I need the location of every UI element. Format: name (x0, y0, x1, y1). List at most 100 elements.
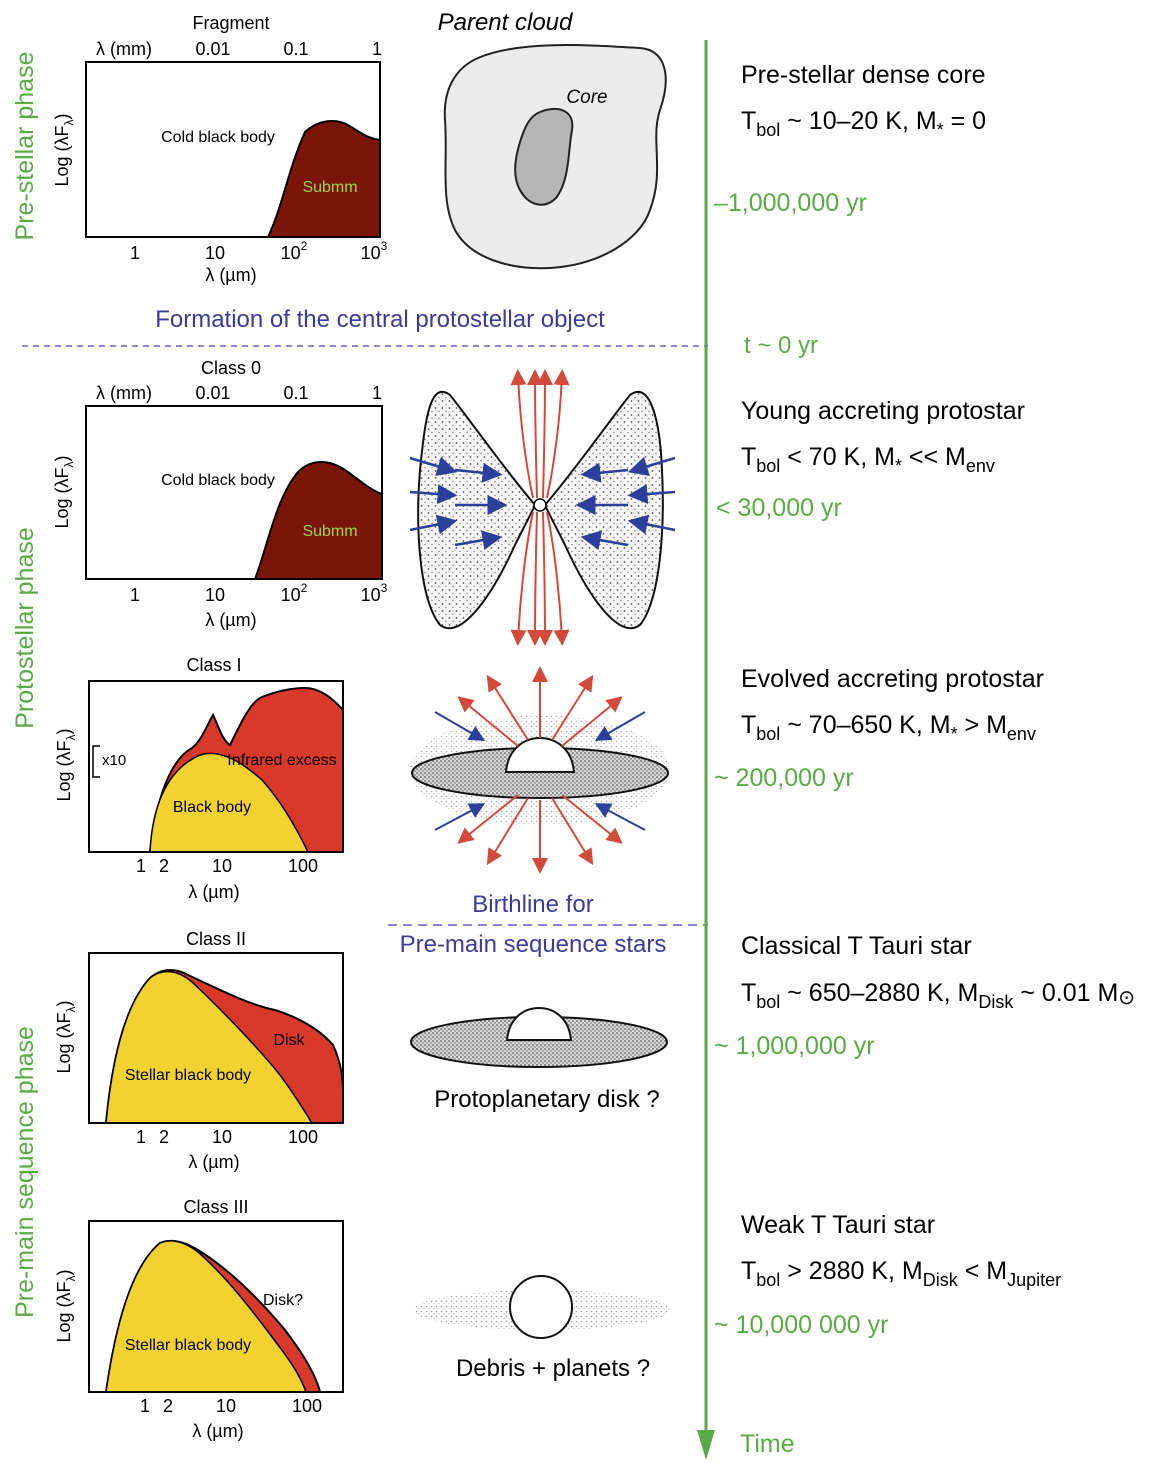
x-tick: 103 (361, 239, 388, 263)
x-tick: 102 (281, 581, 308, 605)
t-zero-label: t ~ 0 yr (744, 332, 818, 359)
sed-title: Class III (183, 1197, 248, 1217)
sed-title: Fragment (192, 13, 269, 33)
cold-label: Cold black body (161, 129, 275, 146)
x-tick: 2 (159, 856, 169, 876)
phase-label-protostellar: Protostellar phase (11, 527, 39, 729)
sed-axes-frame (85, 61, 381, 238)
submm-region (253, 461, 383, 580)
stage-params: Tbol < 70 K, M* << Menv (741, 443, 995, 476)
stage-weak-t-tauri: Weak T Tauri star Tbol > 2880 K, MDisk <… (714, 1211, 1061, 1339)
class0-envelope-illustration (409, 369, 676, 646)
x-tick: 100 (288, 856, 318, 876)
protoplanetary-label: Protoplanetary disk ? (434, 1086, 659, 1113)
y-axis-label: Log (λFλ) (52, 455, 76, 528)
x-tick: 10 (212, 1127, 232, 1147)
y-axis-label: Log (λFλ) (52, 113, 76, 186)
stellar-bb-region (105, 970, 314, 1124)
top-tick: 0.1 (283, 383, 308, 403)
sed-title: Class II (186, 929, 246, 949)
stage-params: Tbol ~ 10–20 K, M* = 0 (741, 107, 986, 140)
top-tick: 1 (372, 383, 382, 403)
sed-axes-frame (88, 1220, 344, 1393)
stage-age: ~ 1,000,000 yr (714, 1032, 875, 1060)
cold-label: Cold black body (161, 472, 275, 489)
sed-axes-frame (85, 405, 383, 580)
birthline-label-1: Birthline for (472, 891, 593, 918)
stage-params: Tbol > 2880 K, MDisk < MJupiter (741, 1257, 1061, 1290)
x-axis-label: λ (µm) (205, 265, 256, 285)
sed-panel-class1: Class I x10 Infrared excess Black body L… (54, 655, 344, 902)
birthline-label-2: Pre-main sequence stars (400, 931, 667, 958)
sed-panel-class3: Class III Disk? Stellar black body Log (… (54, 1197, 344, 1441)
stage-classical-t-tauri: Classical T Tauri star Tbol ~ 650–2880 K… (714, 932, 1135, 1060)
sed-axes-frame (88, 680, 344, 853)
stage-age: < 30,000 yr (716, 494, 842, 522)
submm-label: Submm (302, 523, 357, 540)
class3-debris-illustration (414, 1275, 670, 1339)
x-tick: 2 (159, 1127, 169, 1147)
stage-params: Tbol ~ 650–2880 K, MDisk ~ 0.01 M⊙ (741, 979, 1135, 1012)
x-tick: 1 (140, 1396, 150, 1416)
top-axis-label: λ (mm) (96, 383, 152, 403)
sed-axes-frame (88, 952, 344, 1124)
disk-label: Disk? (263, 1292, 303, 1309)
stage-prestellar-core: Pre-stellar dense core Tbol ~ 10–20 K, M… (714, 61, 986, 217)
x-tick: 100 (288, 1127, 318, 1147)
x-axis-label: λ (µm) (205, 610, 256, 630)
top-tick: 0.1 (283, 39, 308, 59)
bb-label: Stellar black body (125, 1337, 251, 1354)
x-tick: 10 (205, 585, 225, 605)
top-tick: 0.01 (195, 383, 230, 403)
core-label: Core (566, 87, 607, 108)
time-label: Time (740, 1430, 795, 1458)
y-axis-label: Log (λFλ) (54, 1000, 78, 1073)
timeline-arrowhead (697, 1430, 715, 1460)
x-tick: 103 (361, 581, 388, 605)
x-tick: 1 (136, 856, 146, 876)
x-tick: 10 (205, 243, 225, 263)
stage-params: Tbol ~ 70–650 K, M* > Menv (741, 711, 1036, 744)
sed-title: Class 0 (201, 358, 261, 378)
sed-panel-fragment: Fragment λ (mm) 0.01 0.1 1 Cold black bo… (52, 13, 388, 285)
scale-note: x10 (102, 752, 126, 769)
x-tick: 102 (281, 239, 308, 263)
x-tick: 1 (130, 243, 140, 263)
top-tick: 1 (372, 39, 382, 59)
disk-label: Disk (273, 1032, 305, 1049)
sed-panel-class2: Class II Disk Stellar black body Log (λF… (54, 929, 344, 1172)
phase-label-prestellar: Pre-stellar phase (11, 52, 39, 241)
bb-label: Stellar black body (125, 1067, 251, 1084)
x-axis-label: λ (µm) (188, 882, 239, 902)
x-axis-label: λ (µm) (192, 1421, 243, 1441)
scale-bracket (92, 745, 100, 778)
stage-name: Young accreting protostar (741, 397, 1025, 425)
stage-age: ~ 200,000 yr (714, 764, 854, 792)
y-axis-label: Log (λFλ) (54, 728, 78, 801)
x-tick: 10 (212, 856, 232, 876)
stage-name: Weak T Tauri star (741, 1211, 935, 1239)
black-body-region (149, 752, 310, 853)
class1-disk-illustration (410, 666, 670, 874)
stellar-bb-region (105, 1240, 308, 1393)
stage-age: –1,000,000 yr (714, 189, 867, 217)
stage-name: Evolved accreting protostar (741, 665, 1044, 693)
x-tick: 1 (130, 585, 140, 605)
stage-age: ~ 10,000 000 yr (714, 1311, 888, 1339)
submm-label: Submm (302, 179, 357, 196)
top-tick: 0.01 (195, 39, 230, 59)
submm-region (266, 119, 381, 238)
x-axis-label: λ (µm) (188, 1152, 239, 1172)
parent-cloud-title: Parent cloud (438, 9, 573, 36)
debris-label: Debris + planets ? (456, 1355, 650, 1382)
parent-cloud-illustration: Core (443, 44, 667, 270)
excess-label: Infrared excess (227, 752, 336, 769)
x-tick: 100 (292, 1396, 322, 1416)
sed-panel-class0: Class 0 λ (mm) 0.01 0.1 1 Cold black bod… (52, 358, 388, 630)
stage-young-protostar: Young accreting protostar Tbol < 70 K, M… (716, 397, 1025, 522)
stage-name: Pre-stellar dense core (741, 61, 986, 89)
x-tick: 10 (216, 1396, 236, 1416)
phase-label-premain: Pre-main sequence phase (11, 1026, 39, 1318)
class2-disk-illustration (410, 1006, 668, 1068)
